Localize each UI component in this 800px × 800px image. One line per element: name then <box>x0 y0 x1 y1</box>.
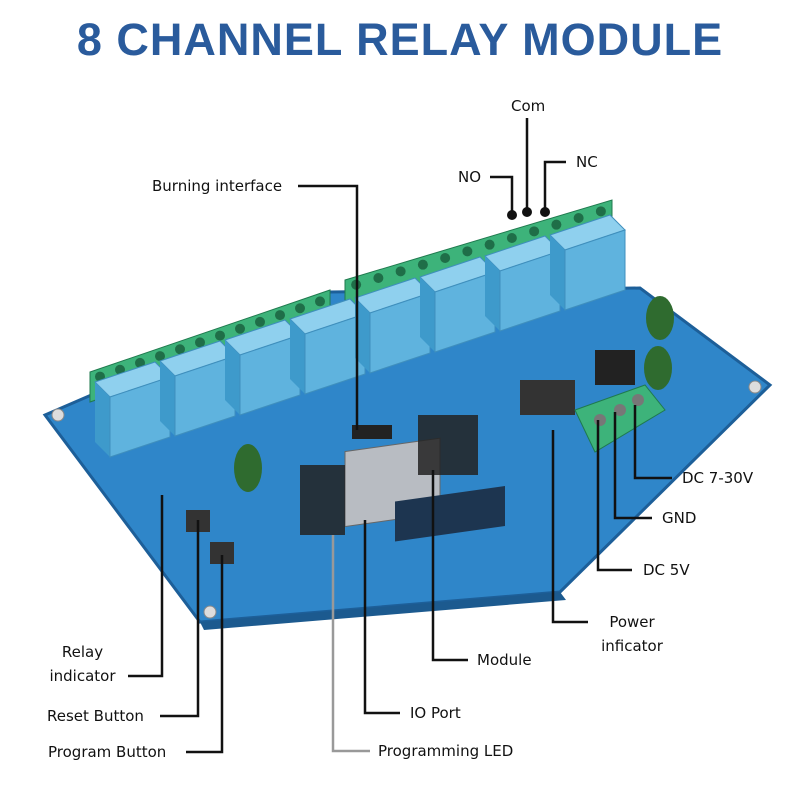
relay-side <box>225 340 240 415</box>
capacitor <box>234 444 262 492</box>
label-module: Module <box>477 651 532 669</box>
pcb-board-edge <box>200 592 566 630</box>
callout-led <box>331 535 370 753</box>
label-dc-5v: DC 5V <box>643 561 690 579</box>
burning-header <box>352 425 392 439</box>
relay-side <box>95 382 110 457</box>
callout-nc <box>543 160 566 210</box>
screw-icon <box>417 259 428 270</box>
label-gnd: GND <box>662 509 697 527</box>
screw-icon <box>373 273 384 283</box>
relay-front <box>499 250 561 332</box>
relay-front <box>564 229 626 311</box>
relay-side <box>355 298 370 373</box>
label-relay-indicator: Relay indicator <box>40 640 125 688</box>
capacitor <box>646 296 674 340</box>
screw-icon <box>395 266 406 277</box>
relay-front <box>434 271 496 353</box>
callout-gnd <box>613 412 652 520</box>
screw-icon <box>440 253 451 263</box>
label-power-line2: inficator <box>601 637 663 655</box>
relay-front <box>369 292 431 374</box>
relay-side <box>160 361 175 436</box>
callout-dc5 <box>596 420 632 572</box>
label-dc-7-30v: DC 7-30V <box>682 469 754 487</box>
label-io-port: IO Port <box>410 704 461 722</box>
callout-module <box>431 470 468 662</box>
screw-icon <box>573 213 584 223</box>
screw-icon <box>275 310 285 321</box>
io-header-left <box>300 465 345 535</box>
relay-side <box>550 235 565 310</box>
screw-icon <box>595 206 606 217</box>
screw-icon <box>484 239 495 250</box>
screw-icon <box>529 226 540 237</box>
label-burning-interface: Burning interface <box>152 177 283 195</box>
screw-icon <box>462 246 473 257</box>
screw-icon <box>235 323 245 334</box>
relay-side <box>420 277 435 352</box>
mounting-hole <box>748 380 762 394</box>
label-power-line1: Power <box>609 613 655 631</box>
callout-io <box>363 520 400 715</box>
label-relay-line2: indicator <box>49 667 116 685</box>
program-button-part <box>210 542 234 564</box>
screw-icon <box>215 330 225 341</box>
label-nc: NC <box>576 153 598 171</box>
screw-icon <box>135 357 145 368</box>
screw-icon <box>594 414 606 426</box>
relay-side <box>290 319 305 394</box>
wifi-module-antenna <box>395 486 505 542</box>
relay-front <box>109 376 171 458</box>
io-header-right <box>418 415 478 475</box>
callout-dc7 <box>633 405 672 480</box>
screw-icon <box>195 337 205 348</box>
screw-icon <box>175 344 185 355</box>
callout-program <box>186 555 224 754</box>
label-power-indicator: Power inficator <box>592 610 672 658</box>
label-no: NO <box>458 168 482 186</box>
mounting-hole <box>203 605 217 619</box>
screw-icon <box>315 296 325 307</box>
relay-front <box>304 313 366 395</box>
screw-icon <box>632 394 644 406</box>
label-com: Com <box>511 97 546 115</box>
label-program-button: Program Button <box>48 743 167 761</box>
label-reset-button: Reset Button <box>47 707 144 725</box>
mounting-hole <box>51 408 65 422</box>
voltage-regulator <box>520 380 575 415</box>
screw-icon <box>614 404 626 416</box>
label-relay-line1: Relay <box>61 643 104 661</box>
callout-lines <box>128 118 672 754</box>
capacitor <box>644 346 672 390</box>
relays <box>94 214 626 458</box>
page-title: 8 CHANNEL RELAY MODULE <box>76 14 724 65</box>
label-programming-led: Programming LED <box>378 742 514 760</box>
callout-power <box>551 430 588 624</box>
screw-icon <box>115 364 125 375</box>
screw-icon <box>551 219 562 230</box>
callout-reset <box>160 520 200 718</box>
callout-no <box>490 175 514 215</box>
screw-icon <box>155 351 165 362</box>
relay-side <box>485 256 500 331</box>
callout-burning <box>298 184 359 430</box>
relay-front <box>174 355 236 437</box>
callout-relay-ind <box>128 495 164 678</box>
screw-icon <box>295 303 305 314</box>
relay-front <box>239 334 301 416</box>
screw-icon <box>506 233 517 243</box>
inductor <box>595 350 635 385</box>
screw-icon <box>255 316 265 327</box>
